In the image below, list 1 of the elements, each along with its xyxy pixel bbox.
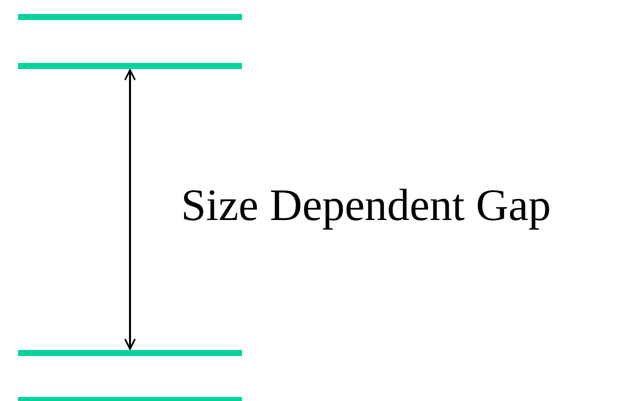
- gap-label: Size Dependent Gap: [181, 183, 551, 228]
